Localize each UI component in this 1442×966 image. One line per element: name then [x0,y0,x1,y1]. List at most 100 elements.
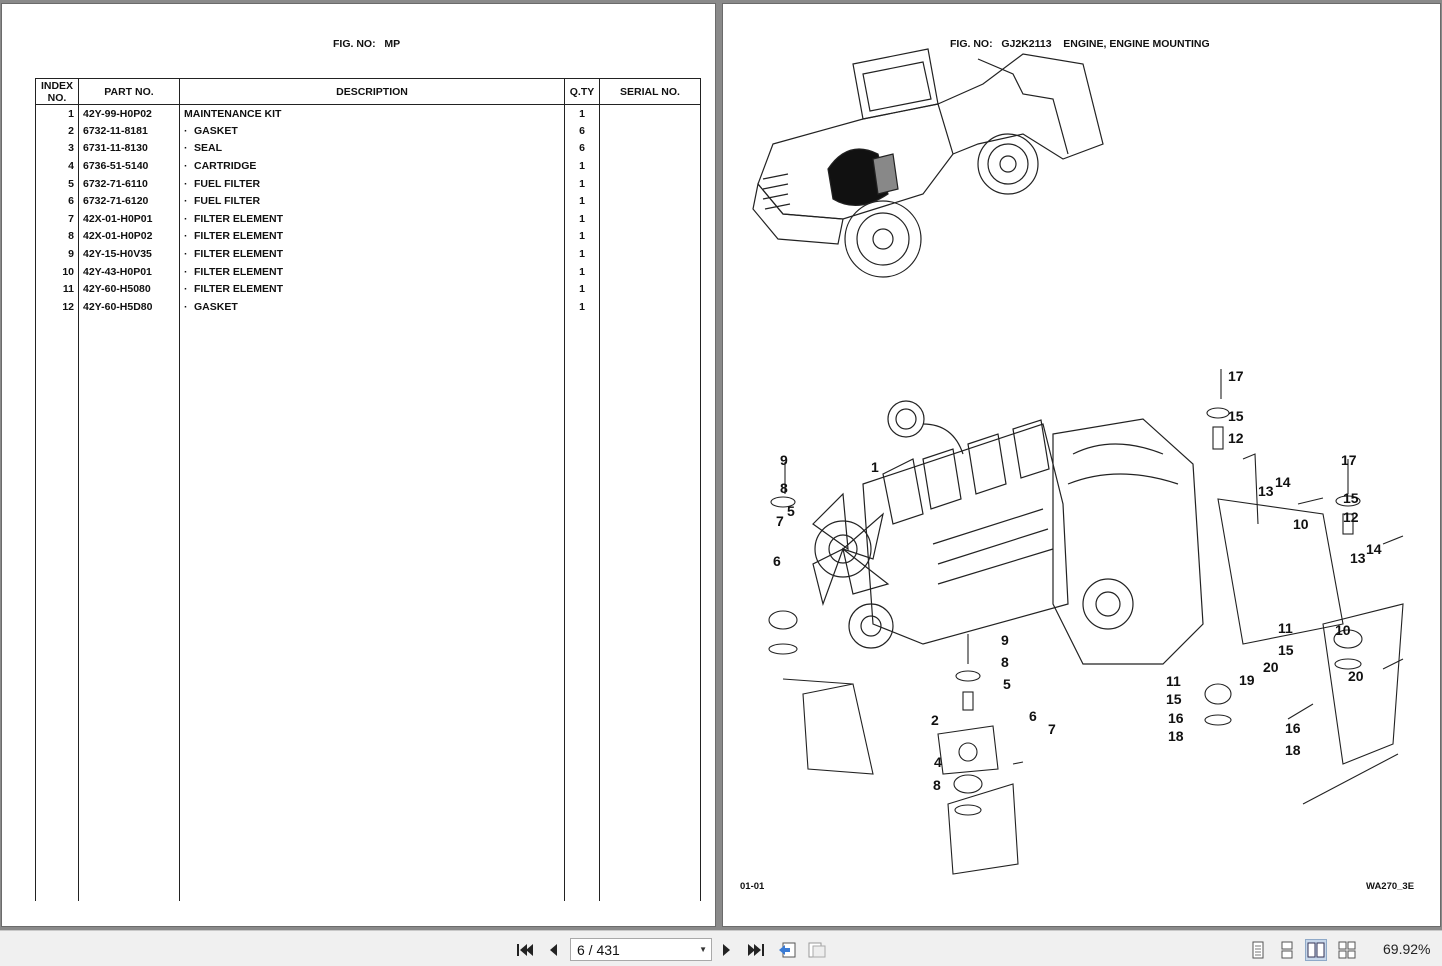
row-description-text: GASKET [194,124,238,137]
row-index: 4 [35,157,79,175]
row-description-text: MAINTENANCE KIT [184,107,282,120]
row-qty: 1 [564,227,600,246]
callout: 16 [1168,710,1184,726]
go-back-icon[interactable] [776,939,798,961]
two-page-view-icon[interactable] [1305,939,1327,961]
row-part-no: 6732-71-6120 [78,192,180,211]
row-part-no: 42Y-60-H5D80 [78,298,180,316]
engine-illustration [812,400,1069,649]
row-part-no: 6731-11-8130 [78,139,180,158]
row-qty: 1 [564,262,600,281]
sub-item-marker: · [184,195,188,208]
prev-page-icon[interactable] [542,939,564,961]
row-serial-no [599,192,701,211]
continuous-view-icon[interactable] [1276,939,1298,961]
row-serial-no [599,174,701,193]
empty-cell [599,315,701,901]
callout: 13 [1350,550,1366,566]
row-serial-no [599,280,701,299]
row-index: 3 [35,139,79,158]
row-serial-no [599,104,701,123]
row-index: 9 [35,245,79,263]
callout: 15 [1343,490,1359,506]
row-index: 12 [35,298,79,316]
empty-cell [564,315,600,901]
row-qty: 1 [564,157,600,175]
callout: 12 [1343,509,1359,525]
row-serial-no [599,122,701,140]
sub-item-marker: · [184,248,188,261]
sub-item-marker: · [184,124,188,137]
callout: 1 [871,459,879,475]
zoom-level[interactable]: 69.92% [1383,941,1431,957]
callout: 8 [1001,654,1009,670]
row-description-text: FILTER ELEMENT [194,212,284,225]
callout: 11 [1278,620,1293,636]
first-page-icon[interactable] [514,939,536,961]
header-qty: Q.TY [564,78,600,105]
row-description: · FILTER ELEMENT [179,210,565,228]
callout: 15 [1228,408,1244,424]
single-page-view-icon[interactable] [1247,939,1269,961]
row-index: 7 [35,210,79,228]
two-page-continuous-icon[interactable] [1336,939,1358,961]
callout: 5 [1003,676,1011,692]
sub-item-marker: · [184,265,188,278]
row-description-text: SEAL [194,142,223,155]
row-part-no: 6732-11-8181 [78,122,180,140]
row-description-text: CARTRIDGE [194,160,257,173]
row-description-text: FILTER ELEMENT [194,265,284,278]
sub-item-marker: · [184,283,188,296]
page-number-input[interactable]: 6 / 431 ▼ [570,938,712,961]
callout: 14 [1275,474,1291,490]
callout: 17 [1228,368,1244,384]
callout: 17 [1341,452,1357,468]
last-page-icon[interactable] [745,939,767,961]
row-index: 10 [35,262,79,281]
callout: 7 [776,513,784,529]
callout: 18 [1285,742,1301,758]
callout: 11 [1166,673,1181,689]
chevron-down-icon[interactable]: ▼ [699,945,707,954]
engine-mounting-diagram: 17 15 12 1 9 8 5 7 6 14 13 10 17 15 12 1… [752,48,1404,875]
row-part-no: 42Y-15-H0V35 [78,245,180,263]
empty-cell [35,315,79,901]
transmission-illustration [1052,418,1204,665]
row-qty: 6 [564,122,600,140]
sub-item-marker: · [184,212,188,225]
row-part-no: 42X-01-H0P02 [78,227,180,246]
row-serial-no [599,157,701,175]
row-index: 2 [35,122,79,140]
next-page-icon[interactable] [716,939,738,961]
row-index: 8 [35,227,79,246]
mount-parts [768,369,1404,875]
row-description-text: FILTER ELEMENT [194,283,284,296]
go-forward-icon[interactable] [806,939,828,961]
right-fig-title: FIG. NO: GJ2K2113 ENGINE, ENGINE MOUNTIN… [950,38,1210,50]
row-description-text: FILTER ELEMENT [194,230,284,243]
header-description: DESCRIPTION [179,78,565,105]
callout: 5 [787,503,795,519]
table-filler-row [35,315,701,901]
row-serial-no [599,245,701,263]
callout: 8 [933,777,941,793]
callout: 20 [1348,668,1364,684]
row-qty: 1 [564,280,600,299]
row-index: 11 [35,280,79,299]
page-left: FIG. NO: MP INDEX NO. PART NO. DESCRIPTI… [1,3,716,927]
row-serial-no [599,210,701,228]
row-description: ·GASKET [179,298,565,316]
row-description: ·FUEL FILTER [179,174,565,193]
row-serial-no [599,139,701,158]
row-serial-no [599,262,701,281]
row-qty: 1 [564,245,600,263]
row-description: ·FUEL FILTER [179,192,565,211]
row-description: ·FILTER ELEMENT [179,227,565,246]
row-index: 1 [35,104,79,123]
